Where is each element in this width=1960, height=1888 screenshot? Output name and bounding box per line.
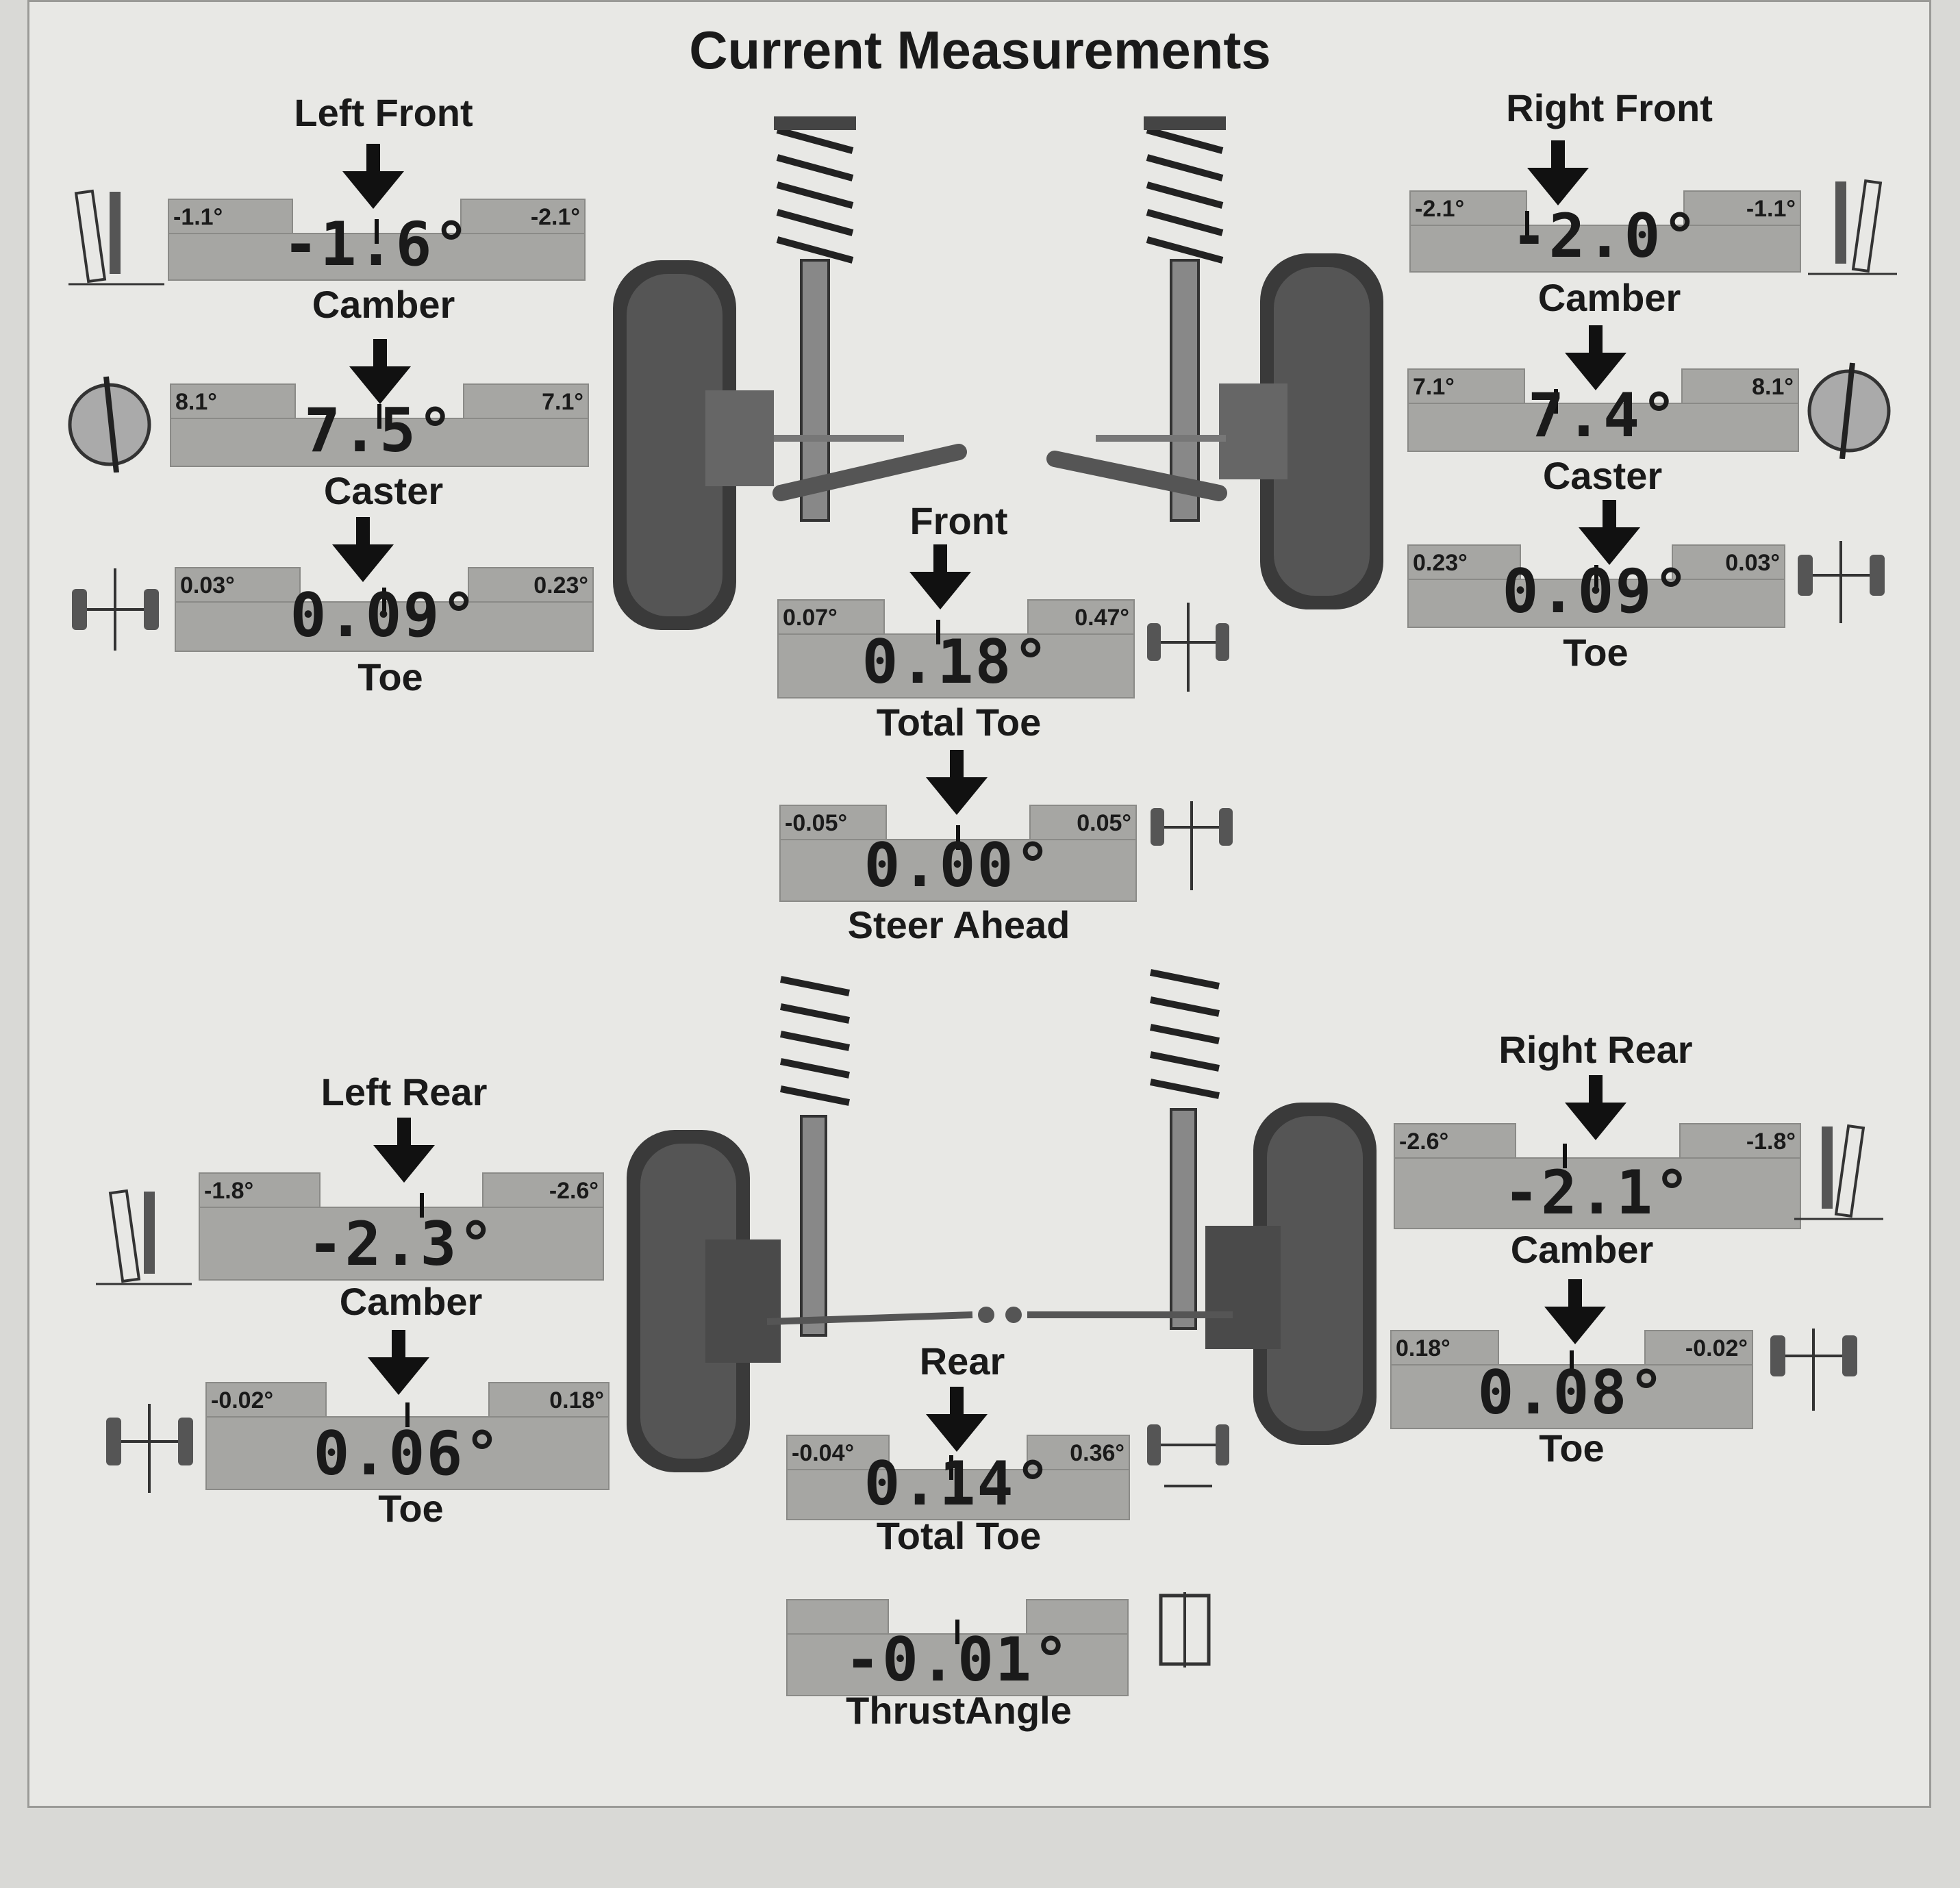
front-axle-heading: Front: [909, 499, 1008, 542]
right-front-toe-meter: 0.23° 0.03° 0.09°: [1407, 544, 1785, 628]
right-rear-camber-meter: -2.6° -1.8° -2.1°: [1394, 1123, 1801, 1229]
rear-total-toe-label: Total Toe: [876, 1514, 1042, 1557]
front-total-toe-label: Total Toe: [876, 701, 1042, 744]
camber-min: -1.8°: [204, 1178, 254, 1204]
camber-min: -1.1°: [173, 204, 223, 230]
caster-max: 8.1°: [1752, 374, 1794, 400]
total-toe-icon: [1147, 1424, 1229, 1487]
camber-value: -2.0°: [1511, 201, 1700, 271]
front-suspension-diagram: [613, 116, 1383, 630]
toe-value: 0.09°: [290, 580, 479, 651]
left-front-caster-label: Caster: [323, 469, 444, 512]
left-rear-toe-meter: -0.02° 0.18° 0.06°: [205, 1382, 610, 1490]
total-toe-max: 0.47°: [1075, 605, 1129, 631]
camber-value: -2.1°: [1503, 1157, 1692, 1228]
right-front-toe-label: Toe: [1563, 631, 1629, 674]
steer-ahead-max: 0.05°: [1077, 810, 1131, 836]
right-front-heading: Right Front: [1506, 86, 1713, 129]
thrust-angle-icon: [1159, 1592, 1211, 1667]
steer-ahead-label: Steer Ahead: [847, 903, 1070, 946]
toe-max: -0.02°: [1685, 1335, 1748, 1361]
toe-min: 0.03°: [180, 572, 235, 599]
steer-ahead-icon: [1151, 801, 1233, 890]
left-rear-toe-label: Toe: [378, 1487, 444, 1530]
right-front-camber-meter: -2.1° -1.1° -2.0°: [1409, 190, 1801, 273]
right-rear-toe-label: Toe: [1539, 1426, 1605, 1470]
camber-min: -2.1°: [1415, 196, 1465, 222]
left-front-camber-meter: -1.1° -2.1° -1.6°: [168, 199, 586, 281]
toe-max: 0.23°: [533, 572, 588, 599]
total-toe-min: 0.07°: [783, 605, 838, 631]
right-rear-camber-label: Camber: [1510, 1228, 1654, 1271]
total-toe-max: 0.36°: [1070, 1440, 1125, 1466]
rear-axle-heading: Rear: [919, 1339, 1005, 1383]
camber-max: -2.1°: [530, 204, 580, 230]
total-toe-icon: [1147, 603, 1229, 692]
steer-ahead-min: -0.05°: [785, 810, 848, 836]
toe-wheels-icon: [106, 1404, 193, 1493]
camber-max: -1.8°: [1746, 1129, 1796, 1155]
thrust-angle-value: -0.01°: [844, 1624, 1070, 1695]
camber-min: -2.6°: [1399, 1129, 1449, 1155]
toe-min: 0.18°: [1396, 1335, 1450, 1361]
front-total-toe-meter: 0.07° 0.47° 0.18°: [777, 599, 1135, 698]
total-toe-min: -0.04°: [792, 1440, 855, 1466]
caster-min: 8.1°: [175, 389, 217, 415]
thrust-angle-label: ThrustAngle: [846, 1689, 1072, 1732]
right-rear-toe-meter: 0.18° -0.02° 0.08°: [1390, 1330, 1753, 1429]
camber-max: -2.6°: [549, 1178, 599, 1204]
toe-max: 0.03°: [1725, 550, 1780, 576]
total-toe-value: 0.14°: [864, 1448, 1053, 1519]
left-rear-heading: Left Rear: [321, 1070, 488, 1113]
thrust-angle-meter: -0.01°: [786, 1599, 1129, 1696]
caster-value: 7.5°: [304, 395, 455, 466]
camber-wheel-icon: [1808, 179, 1897, 275]
left-front-caster-meter: 8.1° 7.1° 7.5°: [170, 383, 589, 467]
left-front-heading: Left Front: [294, 91, 473, 134]
toe-wheels-icon: [72, 568, 159, 651]
left-front-toe-meter: 0.03° 0.23° 0.09°: [175, 567, 594, 652]
rear-total-toe-meter: -0.04° 0.36° 0.14°: [786, 1435, 1130, 1520]
camber-value: -2.3°: [307, 1209, 496, 1279]
caster-wheel-icon: [68, 376, 151, 473]
caster-min: 7.1°: [1413, 374, 1455, 400]
camber-wheel-icon: [68, 189, 164, 286]
caster-wheel-icon: [1807, 362, 1891, 459]
toe-min: 0.23°: [1413, 550, 1468, 576]
toe-min: -0.02°: [211, 1387, 274, 1413]
toe-wheels-icon: [1798, 541, 1885, 623]
toe-value: 0.09°: [1502, 556, 1691, 627]
left-front-camber-label: Camber: [312, 283, 455, 326]
right-rear-heading: Right Rear: [1498, 1028, 1693, 1071]
toe-value: 0.06°: [313, 1418, 502, 1489]
camber-max: -1.1°: [1746, 196, 1796, 222]
camber-value: -1.6°: [282, 209, 471, 279]
camber-wheel-icon: [96, 1189, 192, 1285]
right-front-caster-meter: 7.1° 8.1° 7.4°: [1407, 368, 1799, 452]
right-front-camber-label: Camber: [1537, 276, 1681, 319]
left-rear-camber-label: Camber: [339, 1280, 483, 1323]
total-toe-value: 0.18°: [862, 627, 1051, 697]
steer-ahead-meter: -0.05° 0.05° 0.00°: [779, 805, 1137, 902]
toe-value: 0.08°: [1477, 1357, 1666, 1428]
camber-wheel-icon: [1794, 1124, 1883, 1220]
caster-value: 7.4°: [1528, 380, 1679, 451]
toe-max: 0.18°: [549, 1387, 604, 1413]
left-rear-camber-meter: -1.8° -2.6° -2.3°: [199, 1172, 604, 1281]
toe-wheels-icon: [1770, 1329, 1857, 1411]
rear-suspension-diagram: [627, 969, 1377, 1472]
caster-max: 7.1°: [542, 389, 583, 415]
page-title: Current Measurements: [689, 20, 1271, 80]
left-front-toe-label: Toe: [357, 655, 423, 698]
right-front-caster-label: Caster: [1542, 454, 1663, 497]
steer-ahead-value: 0.00°: [864, 830, 1053, 901]
